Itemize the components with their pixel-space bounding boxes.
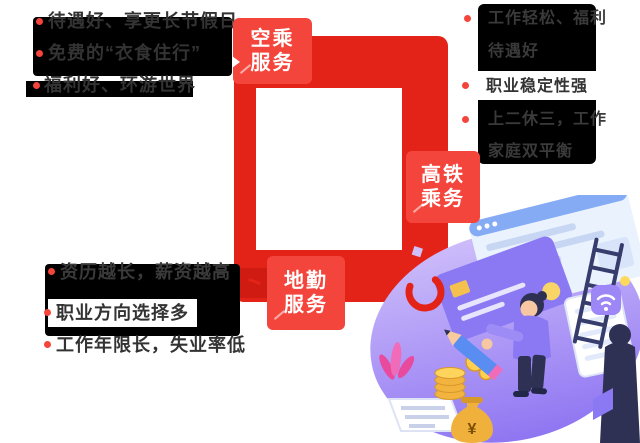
ground-benefit-item: 职业方向选择多 xyxy=(56,303,189,323)
rail-benefit-item: 上二休三，工作 xyxy=(488,111,608,128)
bullet-icon xyxy=(462,116,469,123)
floating-square xyxy=(411,245,423,258)
air-benefit-item: 免费的“衣食住行” xyxy=(48,43,201,63)
rail-benefit-item: 职业稳定性强 xyxy=(486,78,589,95)
air-benefit-item: 待遇好、享更长节假日 xyxy=(48,11,238,31)
badge-fold-notch xyxy=(232,56,240,68)
badge-label-line: 乘务 xyxy=(421,188,465,210)
badge-label-line: 服务 xyxy=(250,52,295,74)
red-swirl xyxy=(405,272,445,312)
bullet-icon xyxy=(44,309,51,316)
money-symbol: ¥ xyxy=(468,421,477,438)
ground-benefits-white-band xyxy=(48,299,197,327)
ground-benefit-item: 工作年限长，失业率低 xyxy=(56,335,246,355)
coins xyxy=(434,352,494,400)
badge-label-line: 地勤 xyxy=(284,269,328,292)
air-benefit-item: 福利好、环游世界 xyxy=(44,75,196,95)
papers xyxy=(387,398,465,432)
badge-label-line: 服务 xyxy=(284,294,328,316)
ground-benefit-item: 资历越长，薪资越高 xyxy=(60,262,231,282)
gold-dot xyxy=(620,276,630,286)
badge-label-line: 高铁 xyxy=(421,163,465,186)
bullet-icon xyxy=(36,18,43,25)
badge-crease xyxy=(239,64,252,74)
corner-silhouette xyxy=(593,324,640,443)
wifi-icon xyxy=(591,285,621,315)
money-bag: ¥ xyxy=(451,397,493,443)
bullet-icon xyxy=(33,82,40,89)
badge-air-crew-service: 空乘 服务 xyxy=(232,18,312,84)
rail-benefit-item-cont: 待遇好 xyxy=(488,43,540,60)
bullet-icon xyxy=(464,15,471,22)
air-benefits-highlight-bar xyxy=(26,81,193,97)
rail-benefit-item: 工作轻松、福利 xyxy=(488,10,608,27)
illustration: ¥ xyxy=(370,195,640,443)
bullet-icon xyxy=(44,341,51,348)
pencil xyxy=(444,329,503,381)
rail-benefits-white-band xyxy=(455,71,596,100)
plant xyxy=(379,342,415,380)
badge-rail-crew-service: 高铁 乘务 xyxy=(406,151,480,223)
ring-inner-hole xyxy=(256,88,402,250)
bullet-icon xyxy=(36,50,43,57)
air-benefits-highlight-box xyxy=(33,17,232,76)
rail-benefit-item-cont: 家庭双平衡 xyxy=(488,143,574,160)
bullet-icon xyxy=(48,268,55,275)
badge-label-line: 空乘 xyxy=(250,27,295,50)
bullet-icon xyxy=(462,82,469,89)
person xyxy=(481,291,551,397)
badge-ground-crew-service: 地勤 服务 xyxy=(267,256,345,330)
credit-card xyxy=(434,236,573,341)
